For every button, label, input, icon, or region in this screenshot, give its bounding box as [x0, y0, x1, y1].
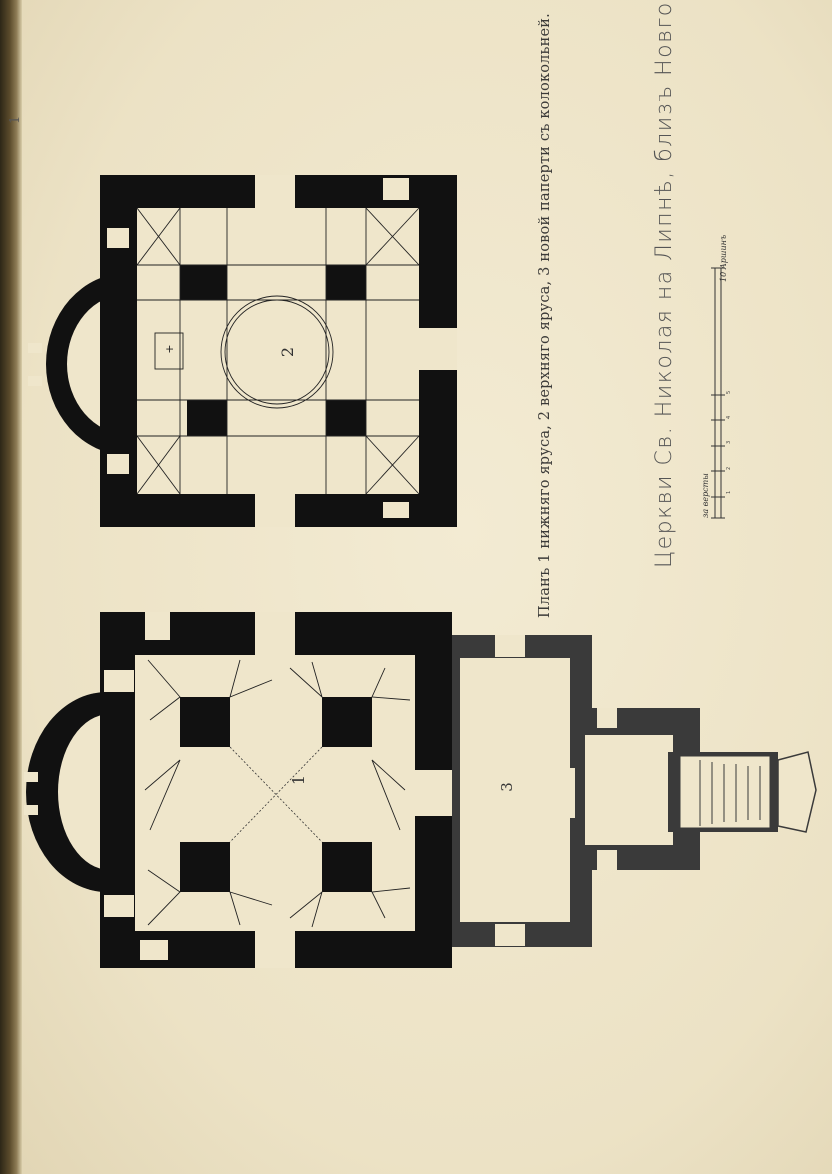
plan-caption: Планъ 1 нижняго яруса, 2 верхняго яруса,…	[537, 13, 553, 618]
scale-bar	[711, 267, 725, 519]
label-porch: 3	[498, 782, 516, 792]
scale-right-label: 10 Аршинъ	[719, 235, 728, 282]
page-number: 1	[8, 115, 23, 124]
plan-porch	[452, 635, 817, 947]
scale-tick-1: 1	[726, 491, 732, 494]
scale-left-label: за версты	[701, 473, 710, 518]
scale-tick-5: 5	[726, 391, 732, 394]
label-cross: +	[163, 344, 176, 353]
book-spine	[0, 0, 22, 1174]
scale-tick-3: 3	[726, 441, 732, 444]
plate-title: Церкви Св. Николая на Липнѣ, близъ Новго…	[652, 0, 677, 568]
label-upper-tier: 2	[278, 347, 297, 357]
label-lower-tier: 1	[289, 775, 308, 785]
scale-tick-2: 2	[726, 467, 732, 470]
plan-upper-tier	[28, 175, 457, 527]
plan-lower-tier	[24, 612, 452, 968]
scale-tick-4: 4	[726, 416, 732, 419]
